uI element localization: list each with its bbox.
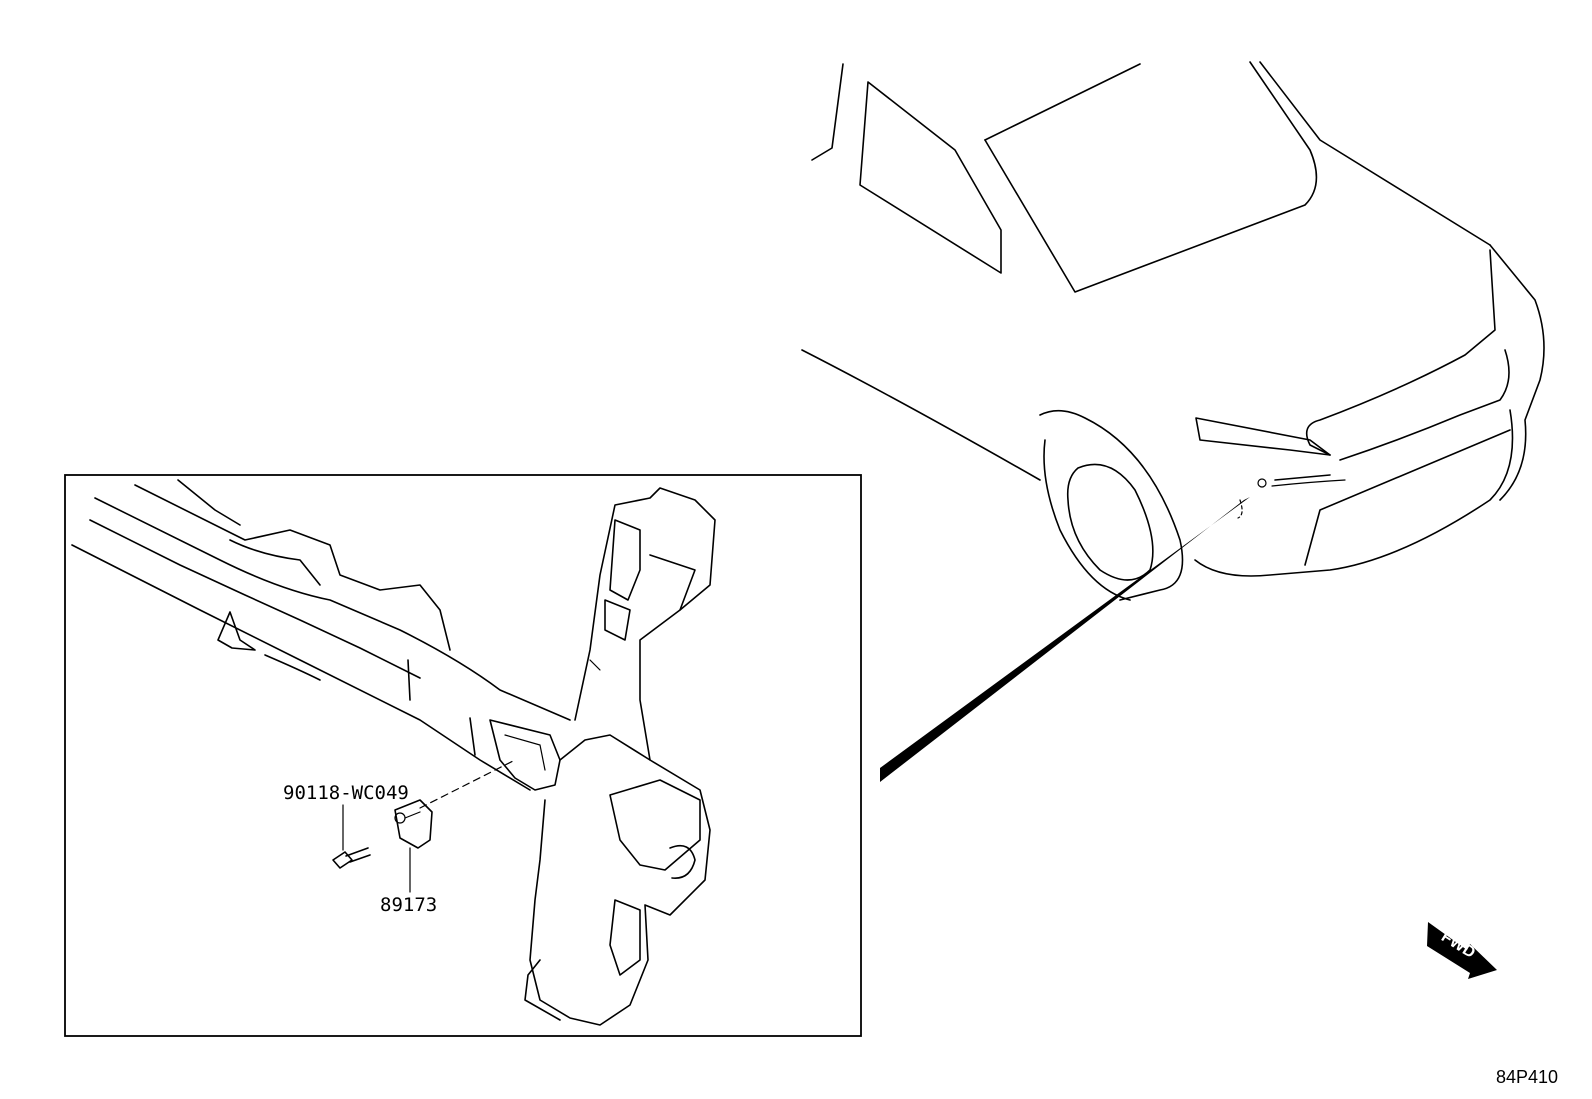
callout-89173: 89173 bbox=[380, 847, 437, 916]
vehicle-outline bbox=[801, 61, 1545, 782]
detail-inset-frame bbox=[64, 474, 862, 1037]
part-number-label: 89173 bbox=[380, 894, 437, 916]
fwd-arrow-icon: FWD bbox=[1427, 922, 1497, 979]
sensor-bracket bbox=[394, 799, 433, 849]
callout-90118-WC049: 90118-WC049 bbox=[283, 782, 409, 851]
radiator-support-assembly bbox=[71, 479, 716, 1026]
part-number-label: 90118-WC049 bbox=[283, 782, 409, 804]
bolt bbox=[332, 847, 371, 869]
illustration-code: 84P410 bbox=[1496, 1067, 1558, 1087]
